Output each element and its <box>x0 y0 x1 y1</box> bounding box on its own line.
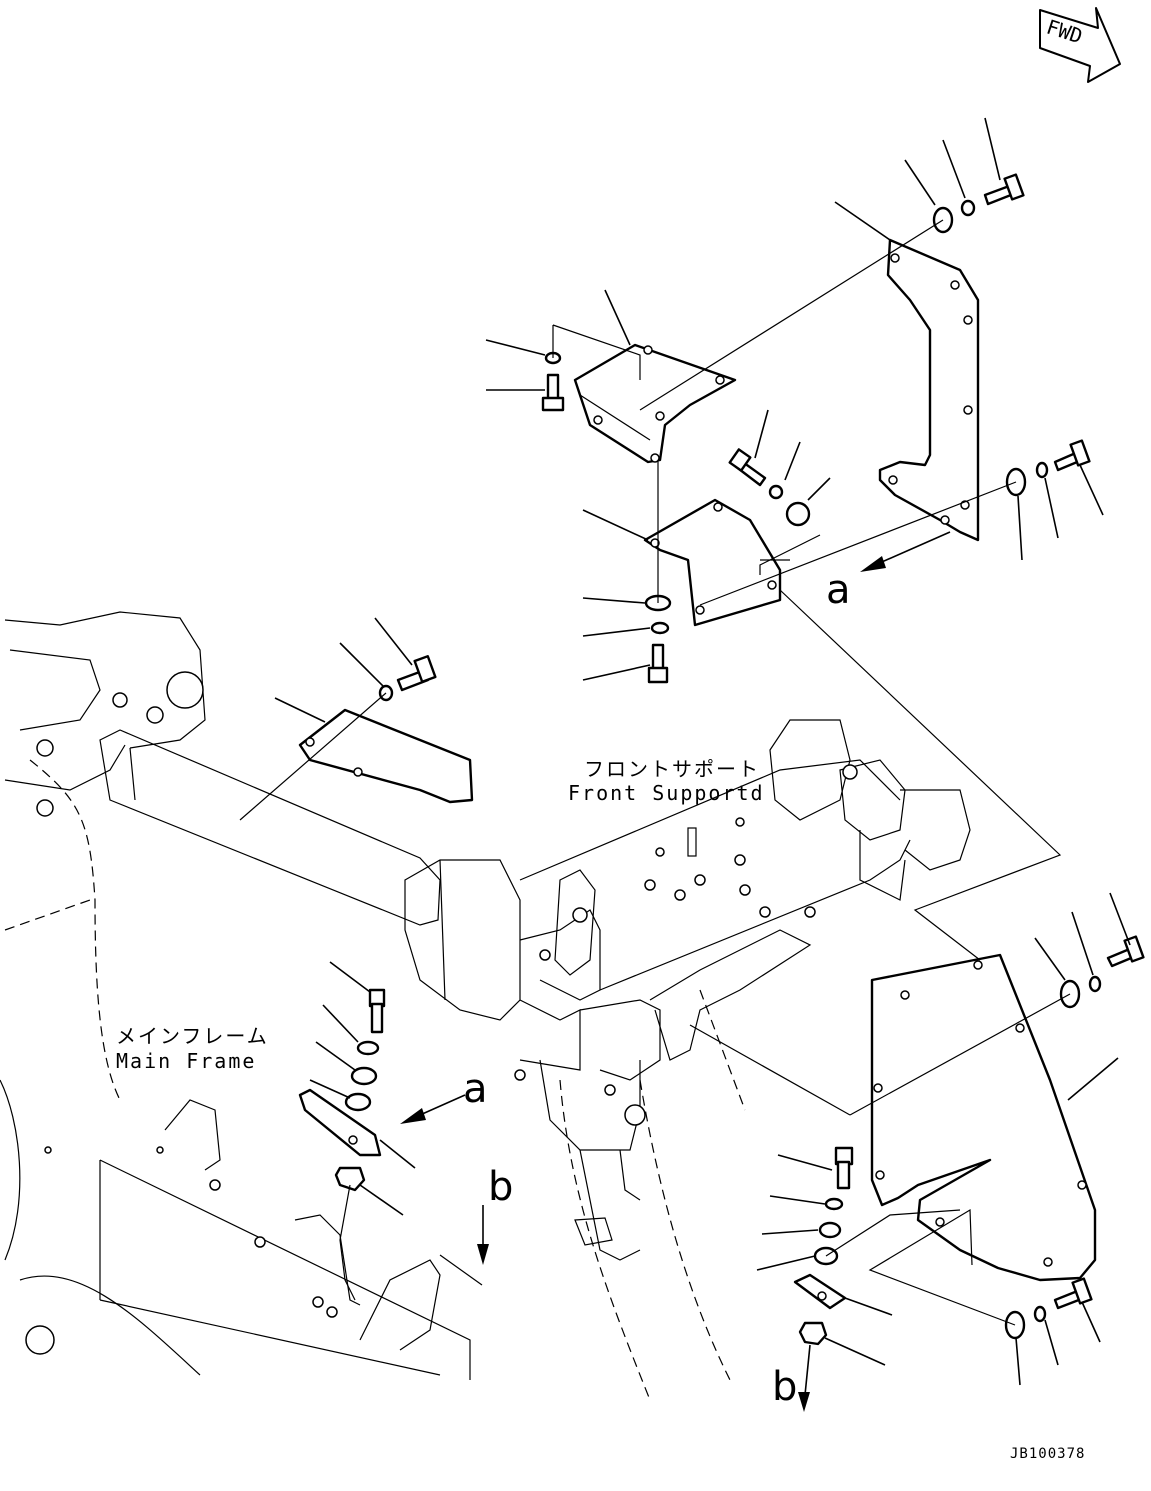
lower-right-cover <box>870 953 1097 1282</box>
front-support-label-en: Front Supportd <box>568 781 765 805</box>
drawing-code: JB100378 <box>1010 1446 1085 1462</box>
left-cover <box>298 708 474 804</box>
upper-bracket <box>878 238 980 542</box>
ref-arrows <box>400 531 951 1412</box>
front-support <box>404 719 971 1401</box>
middle-plate <box>643 498 790 627</box>
fwd-arrow-icon: FWD <box>1039 7 1121 83</box>
fwd-label: FWD <box>1044 15 1086 49</box>
main-frame <box>0 611 471 1380</box>
main-frame-label-en: Main Frame <box>116 1049 256 1073</box>
front-support-label-jp: フロントサポート <box>584 757 760 781</box>
main-frame-label-jp: メインフレーム <box>116 1024 269 1048</box>
upper-cover-plate <box>573 343 737 464</box>
leader-lines <box>274 117 1131 1386</box>
hardware <box>298 173 1145 1346</box>
ref-label-b-left: b <box>488 1164 513 1210</box>
ref-label-a-mid: a <box>463 1066 488 1112</box>
center-lines <box>239 219 1071 1326</box>
ref-label-a-top: a <box>826 567 851 613</box>
ref-label-b-bottom: b <box>772 1364 797 1410</box>
